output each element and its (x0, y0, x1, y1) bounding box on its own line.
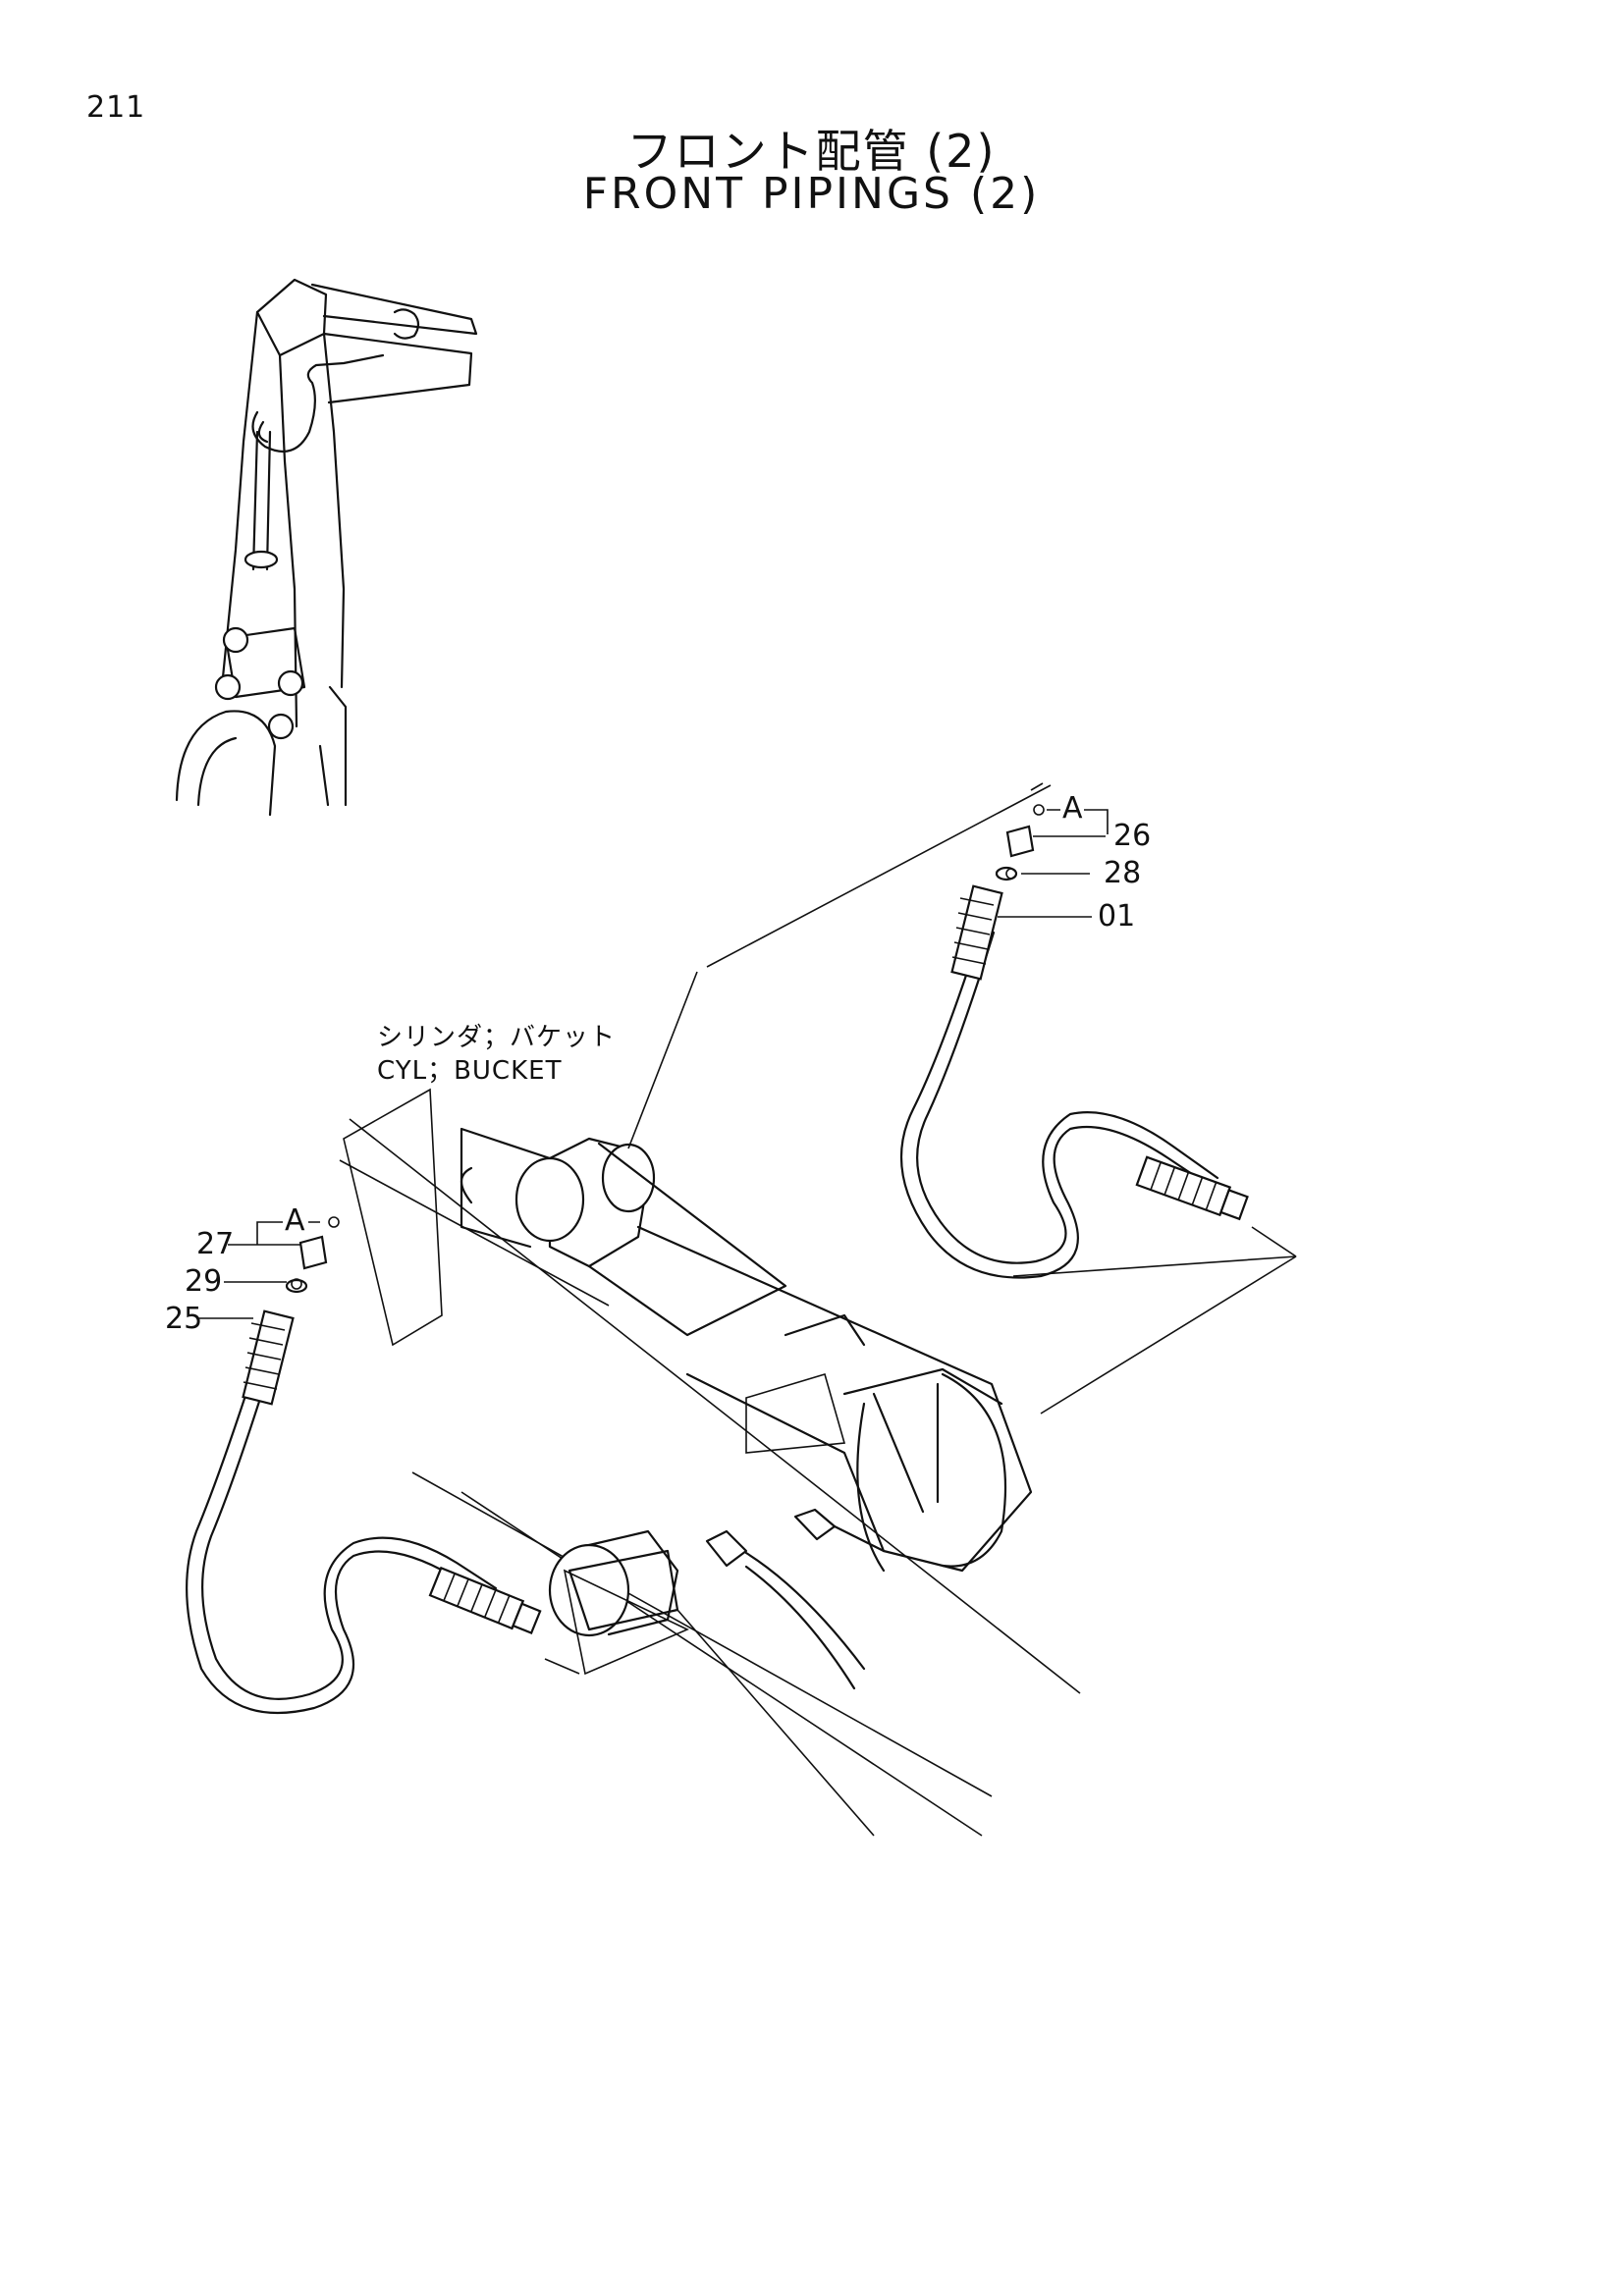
cylinder-label-japanese: シリンダ；バケット (377, 1023, 617, 1052)
arm-tip-assembly (339, 784, 1297, 1837)
callout-part-01: 01 (1098, 899, 1136, 934)
callout-part-25: 25 (165, 1302, 203, 1336)
page-title-japanese: フロント配管 (2) (626, 125, 997, 178)
overview-arm-illustration (175, 278, 478, 817)
page-number: 211 (86, 90, 146, 125)
callout-part-29: 29 (185, 1264, 223, 1299)
callout-part-26: 26 (1113, 819, 1152, 853)
callout-ref-a-left: A (285, 1203, 305, 1238)
callout-leaders (196, 782, 1109, 1319)
hose-assembly-01 (899, 825, 1297, 1279)
callout-ref-a-right: A (1062, 791, 1083, 826)
hose-assembly-25 (186, 1235, 580, 1715)
callout-part-28: 28 (1104, 856, 1142, 890)
callout-part-27: 27 (196, 1227, 235, 1261)
cylinder-label-english: CYL；BUCKET (377, 1056, 563, 1086)
page-title-english: FRONT PIPINGS (2) (582, 169, 1041, 219)
